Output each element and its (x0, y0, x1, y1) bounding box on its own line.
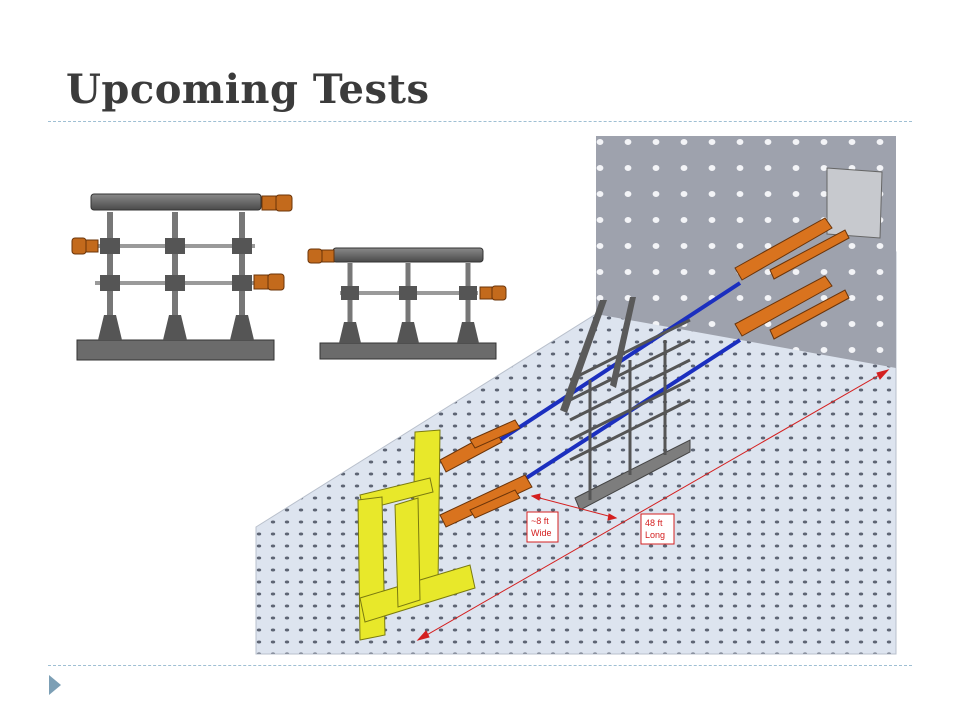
front-actuators (439, 419, 533, 528)
dimension-lines (416, 369, 890, 641)
wall-anchor-plate (826, 167, 883, 239)
frame-elevation-left (71, 193, 293, 361)
triangle-bullet-icon (49, 675, 61, 695)
length-label-box (640, 513, 675, 545)
width-label-line2: Wide (531, 528, 552, 538)
length-label-line1: 48 ft (645, 518, 663, 528)
frame-elevation-right (307, 247, 507, 360)
wall-actuators (734, 217, 850, 340)
specimen-frame (560, 297, 691, 511)
slide-title: Upcoming Tests (66, 66, 430, 113)
width-label-box (526, 511, 559, 543)
yellow-reaction-frame (357, 429, 476, 641)
footer-divider (48, 665, 912, 666)
title-divider (48, 121, 912, 122)
width-label-line1: ~8 ft (531, 516, 549, 526)
length-label-line2: Long (645, 530, 665, 540)
